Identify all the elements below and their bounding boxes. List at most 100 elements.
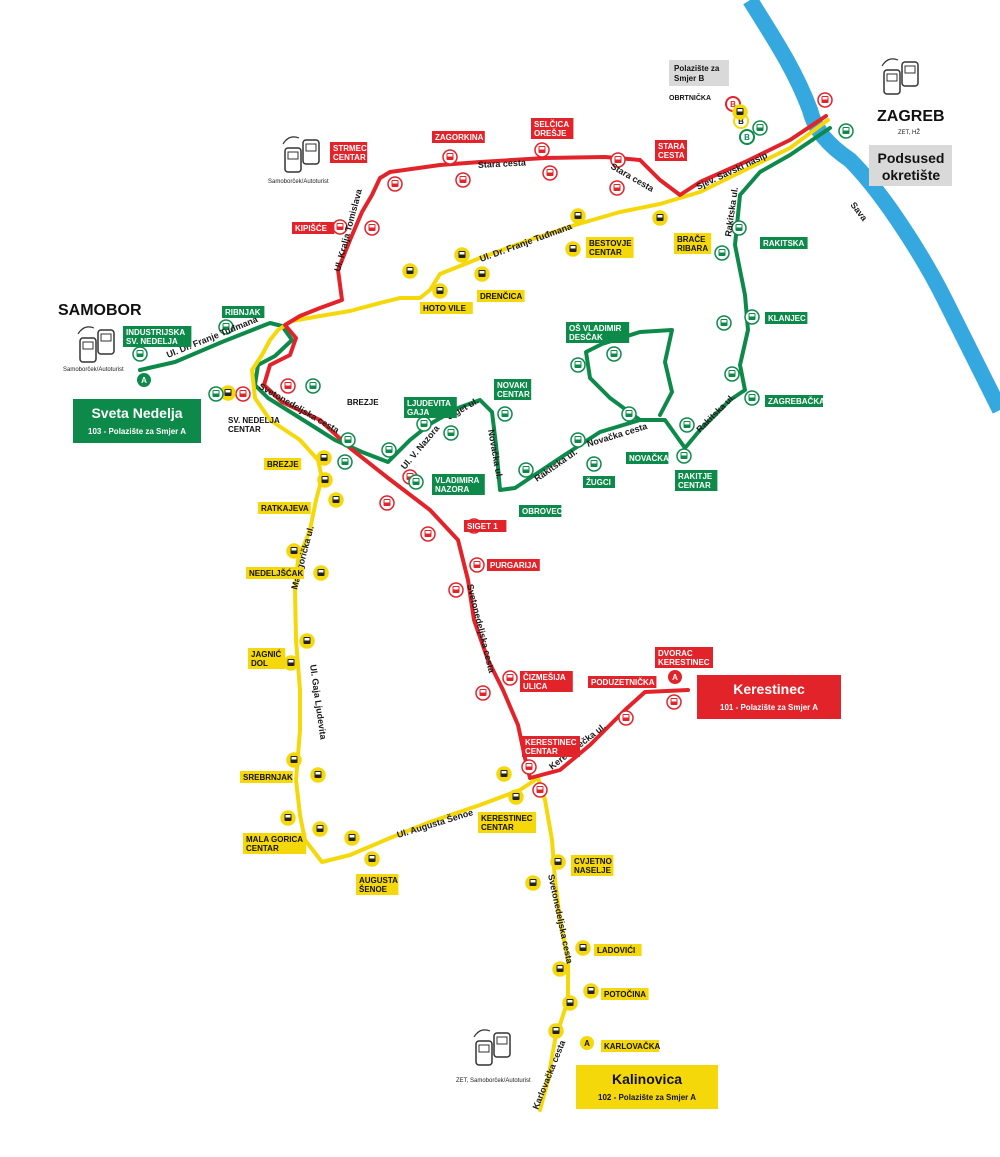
stop-label-red[interactable]: ZAGORKINA	[432, 131, 485, 143]
stop-name: ČIZMEŠIJA	[523, 673, 566, 682]
stop-label-bg	[601, 1040, 659, 1052]
city-samobor: SAMOBOR	[58, 302, 142, 319]
marker-b-green[interactable]	[739, 129, 755, 145]
stop-name: SREBRNJAK	[243, 773, 293, 782]
bus-stop-icon	[716, 315, 732, 331]
bus-stop-icon	[280, 378, 296, 394]
stop-name: OBROVEC	[522, 507, 563, 516]
stop-label-yellow[interactable]: HOTO VILE	[420, 302, 473, 314]
street-karlovacka: Karlovačka cesta	[531, 1038, 568, 1111]
marker-a-kerestinec[interactable]	[668, 670, 682, 684]
street-sjev-savski-nasip: Sjev. Savski nasip	[695, 150, 770, 192]
stop-label-red[interactable]: PODUZETNIČKA	[588, 676, 657, 688]
bus-stop-icon	[283, 655, 299, 671]
stop-label-yellow[interactable]: RATKAJEVA	[258, 502, 311, 514]
stop-label-bg	[420, 302, 473, 314]
bus-stop-icon	[552, 961, 568, 977]
stop-label-yellow[interactable]: BREZJE	[264, 458, 302, 470]
stop-name: NEDELJŠĆAK	[249, 569, 303, 578]
bus-stop-icon	[381, 442, 397, 458]
stop-label-green[interactable]: OBROVEC	[519, 505, 563, 517]
bus-stop-icon	[565, 241, 581, 257]
bus-stop-icon	[364, 220, 380, 236]
terminal-kerestinec: Kerestinec 101 - Polazište za Smjer A	[697, 675, 841, 719]
kalinovica-sub: 102 - Polazište za Smjer A	[598, 1093, 696, 1102]
stop-label-green[interactable]: ŽUGCI	[583, 476, 615, 488]
street-stara-cesta-1: Stara cesta	[478, 157, 527, 170]
stop-name: MALA GORICA	[246, 835, 303, 844]
sveta-nedelja-title: Sveta Nedelja	[91, 405, 182, 421]
stop-label-green[interactable]: NOVAČKA	[626, 452, 669, 464]
marker-a-label-2: A	[672, 673, 678, 682]
terminal-sveta-nedelja: Sveta Nedelja 103 - Polazište za Smjer A	[73, 399, 201, 443]
stop-name: OŠ VLADIMIR	[569, 324, 622, 333]
street-novacka-ul: Novačka ul.	[486, 429, 505, 480]
street-svetonedeljska-1: Svetonedeljska cesta	[257, 381, 342, 436]
stop-label-yellow[interactable]: SREBRNJAK	[240, 771, 293, 783]
stop-label-green[interactable]: KLANJEC	[765, 312, 808, 324]
stop-name: DRENČICA	[480, 292, 522, 301]
kalinovica-title: Kalinovica	[612, 1071, 682, 1087]
transfer-hub-icon	[473, 1029, 511, 1066]
stop-label-yellow[interactable]: KARLOVAČKA	[601, 1040, 661, 1052]
transfer-hub-icons	[77, 58, 919, 1066]
bus-stop-icon	[744, 390, 760, 406]
marker-a-sveta-nedelja[interactable]	[137, 373, 151, 387]
sava-river	[743, 0, 1000, 414]
stop-label-green[interactable]: RIBNJAK	[222, 306, 265, 318]
stop-label-red[interactable]: KIPIŠĆE	[292, 222, 335, 234]
bus-stop-icon	[586, 456, 602, 472]
bus-stop-icon	[310, 767, 326, 783]
bus-stop-icon	[408, 474, 424, 490]
podsused-line-2: okretište	[882, 167, 941, 183]
stop-label-red[interactable]: SIGET 1	[464, 520, 507, 532]
stop-label-red[interactable]: PURGARIJA	[487, 559, 540, 571]
bus-stop-icon	[570, 432, 586, 448]
marker-a-kalinovica[interactable]	[580, 1036, 594, 1050]
stop-label-yellow[interactable]: DRENČICA	[477, 290, 525, 302]
stop-label-bg	[765, 312, 808, 324]
bus-stop-icon	[548, 1023, 564, 1039]
bus-stop-icon	[402, 263, 418, 279]
bus-stop-icon	[752, 120, 768, 136]
stop-name: PURGARIJA	[490, 561, 537, 570]
stop-name: ŽUGCI	[586, 478, 611, 487]
stop-name: BREZJE	[347, 398, 379, 407]
polaziste-b-line-2: Smjer B	[674, 74, 704, 83]
stop-label-bg	[477, 290, 525, 302]
stop-label-green[interactable]: ZAGREBAČKA	[765, 395, 825, 407]
stop-label-yellow[interactable]: NEDELJŠĆAK	[246, 567, 304, 579]
stop-label-bg	[760, 237, 808, 249]
stop-label-yellow[interactable]: LADOVIĆI	[594, 944, 642, 956]
stop-label-bg	[519, 505, 562, 517]
bus-stop-icon	[610, 152, 626, 168]
bus-stop-icon	[387, 176, 403, 192]
bus-stop-icon	[570, 208, 586, 224]
stop-name: RAKITJE	[678, 472, 713, 481]
stop-label-bg	[243, 833, 307, 854]
stop-label-plain[interactable]: BREZJE	[347, 398, 379, 407]
bus-stop-icon	[676, 448, 692, 464]
stop-label-green[interactable]: RAKITSKA	[760, 237, 808, 249]
stop-label-yellow[interactable]: POTOČINA	[601, 988, 649, 1000]
